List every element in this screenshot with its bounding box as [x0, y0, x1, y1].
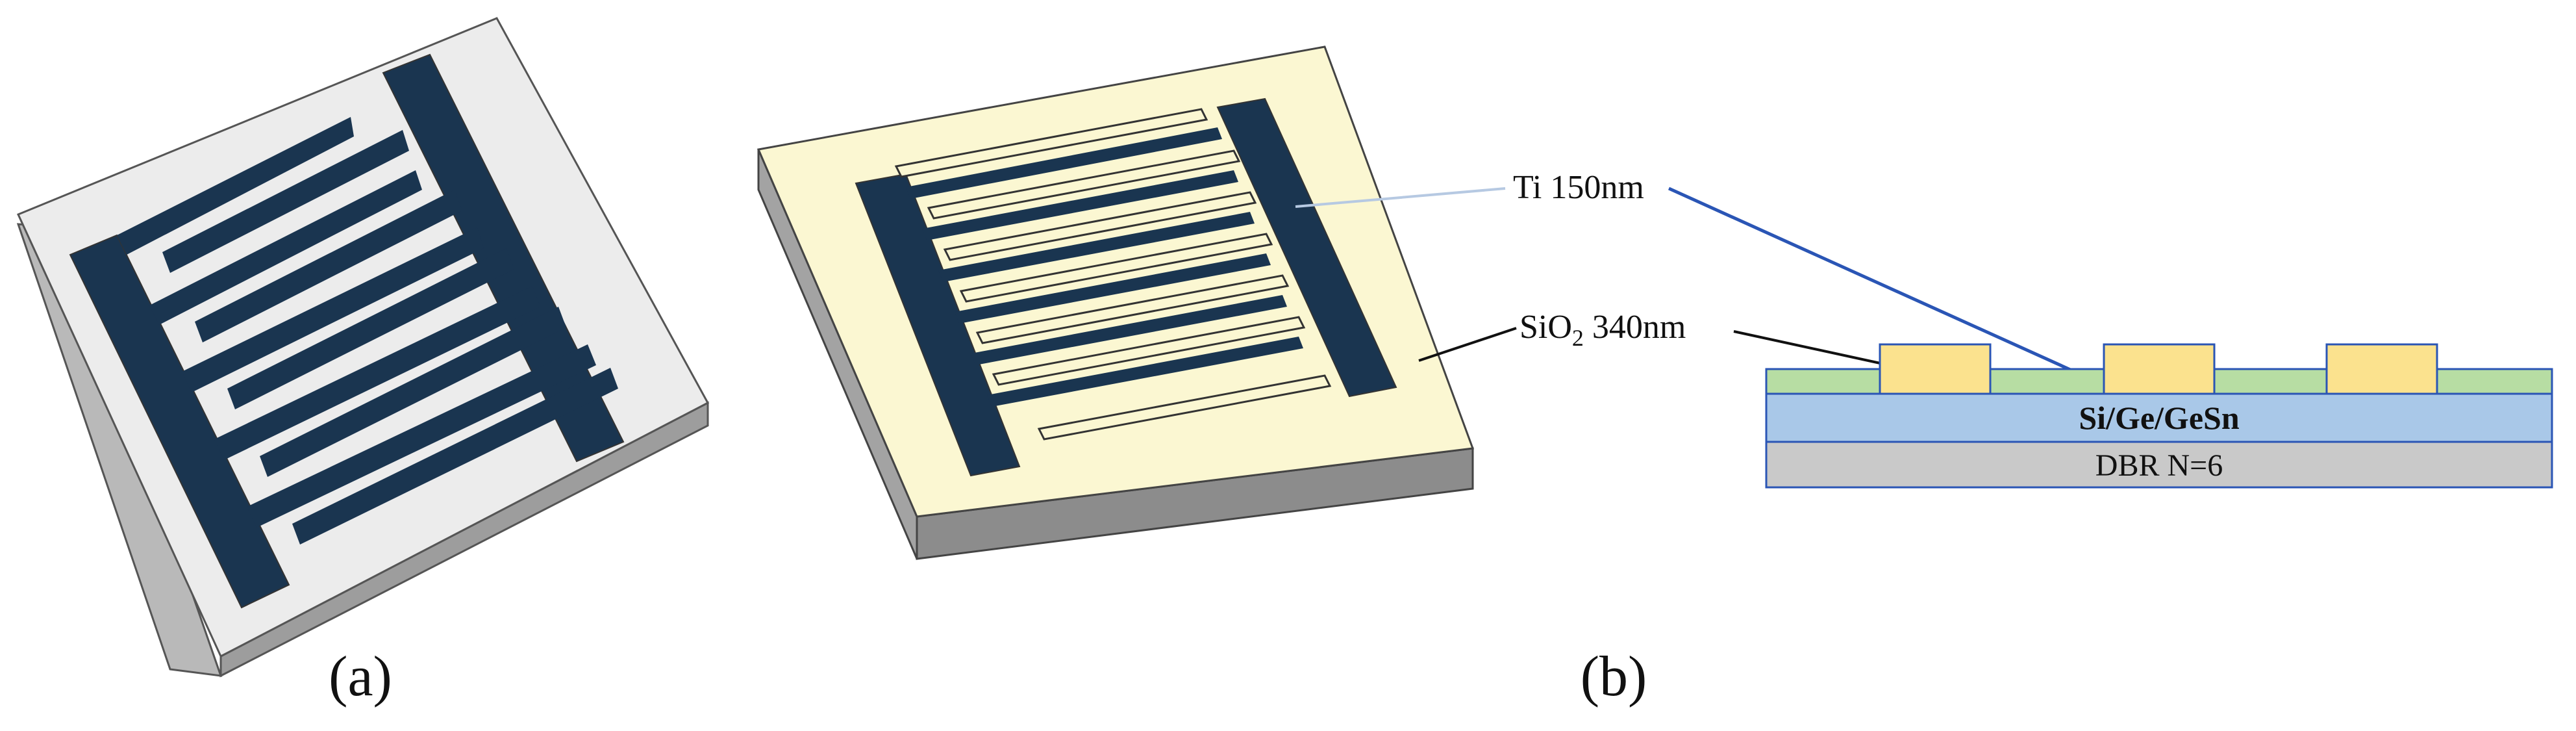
gap-b-4	[955, 253, 1271, 324]
finger-b-3	[943, 191, 1257, 261]
finger-a-right-3	[227, 248, 514, 409]
finger-a-left-3	[182, 227, 484, 392]
ti-pad-3	[2325, 343, 2438, 395]
finger-a-left-2	[149, 170, 422, 325]
panel-b-caption: (b)	[1581, 645, 1647, 708]
dbr-layer-label: DBR N=6	[2095, 448, 2223, 483]
finger-a-left-1	[117, 117, 354, 255]
finger-a-left-4	[214, 286, 540, 460]
sio2-leader-2	[1733, 330, 1884, 365]
gap-b-2	[922, 170, 1238, 240]
panel-a-device	[16, 17, 710, 678]
dbr-layer	[1765, 441, 2553, 489]
ti-label: Ti 150nm	[1513, 169, 1644, 206]
ti-pad-2	[2103, 343, 2216, 395]
panel-b-device	[757, 45, 1475, 560]
ti-pad-1	[1879, 343, 1992, 395]
finger-b-4	[959, 233, 1273, 303]
panel-a-caption: (a)	[329, 645, 392, 708]
cross-section: Si/Ge/GeSn DBR N=6	[1765, 343, 2553, 489]
finger-a-right-5	[292, 368, 618, 545]
active-layer	[1765, 392, 2553, 443]
gap-b-5	[971, 295, 1287, 365]
gap-b-6	[987, 337, 1303, 407]
gap-b-3	[938, 212, 1255, 282]
finger-a-right-1	[162, 130, 409, 273]
finger-b-7	[1037, 374, 1332, 441]
finger-b-6	[992, 316, 1306, 386]
electrode-b-right-bus	[1216, 97, 1397, 398]
finger-b-1	[894, 108, 1208, 178]
ti-leader-2	[1668, 186, 2076, 374]
finger-a-right-4	[260, 307, 566, 477]
ti-leader-1	[1295, 187, 1506, 208]
sio2-leader-1	[1418, 327, 1517, 362]
electrode-b-left-bus	[855, 173, 1021, 477]
finger-a-right-2	[195, 190, 462, 342]
finger-a-left-5	[247, 344, 596, 528]
electrode-a-left-bus	[69, 234, 290, 609]
sio2-label: SiO2 340nm	[1519, 309, 1686, 351]
finger-b-2	[927, 149, 1241, 220]
finger-b-5	[975, 274, 1290, 344]
active-layer-label: Si/Ge/GeSn	[2079, 400, 2239, 436]
gap-b-1	[906, 127, 1222, 199]
